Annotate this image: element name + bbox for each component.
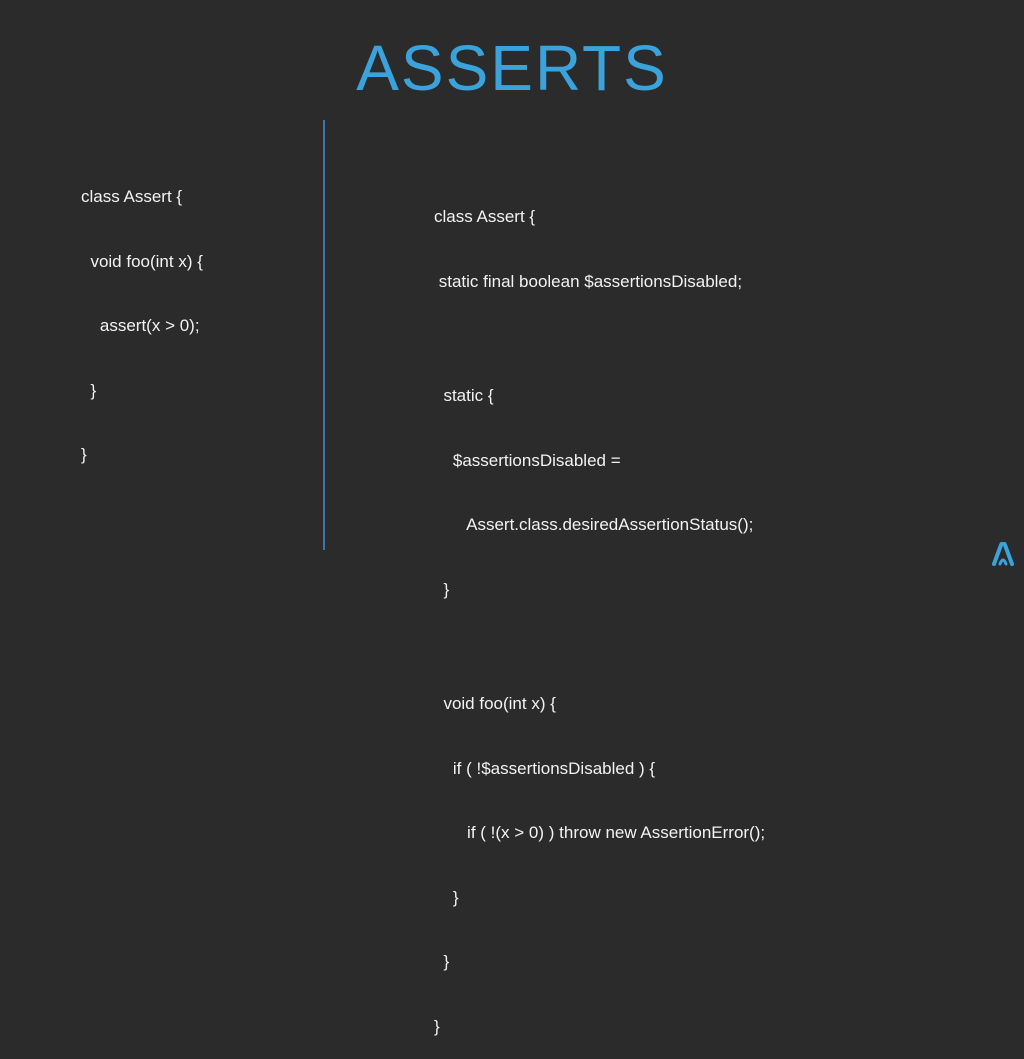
code-line: } (81, 445, 87, 464)
code-line: $assertionsDisabled = (434, 450, 621, 470)
brand-logo-icon (992, 542, 1014, 566)
code-line: void foo(int x) { (434, 694, 556, 713)
code-line: } (434, 887, 459, 907)
code-line: assert(x > 0); (81, 316, 200, 335)
code-line: static { (434, 386, 494, 405)
left-code-block: class Assert { void foo(int x) { assert(… (81, 145, 203, 488)
vertical-divider (323, 120, 325, 550)
code-gap (434, 334, 765, 344)
code-line: static final boolean $assertionsDisabled… (434, 271, 743, 291)
code-gap (434, 642, 765, 652)
slide-title: ASSERTS (356, 32, 668, 104)
code-line: } (434, 579, 450, 599)
code-line: Assert.class.desiredAssertionStatus(); (434, 515, 754, 534)
code-line: } (434, 1016, 440, 1036)
code-line: void foo(int x) { (81, 251, 203, 271)
code-line: if ( !(x > 0) ) throw new AssertionError… (434, 823, 766, 842)
code-line: class Assert { (434, 207, 536, 226)
code-line: class Assert { (81, 187, 183, 206)
code-line: if ( !$assertionsDisabled ) { (434, 758, 656, 778)
code-line: } (434, 952, 450, 971)
right-code-block: class Assert { static final boolean $ass… (434, 165, 765, 1059)
code-line: } (81, 380, 97, 400)
